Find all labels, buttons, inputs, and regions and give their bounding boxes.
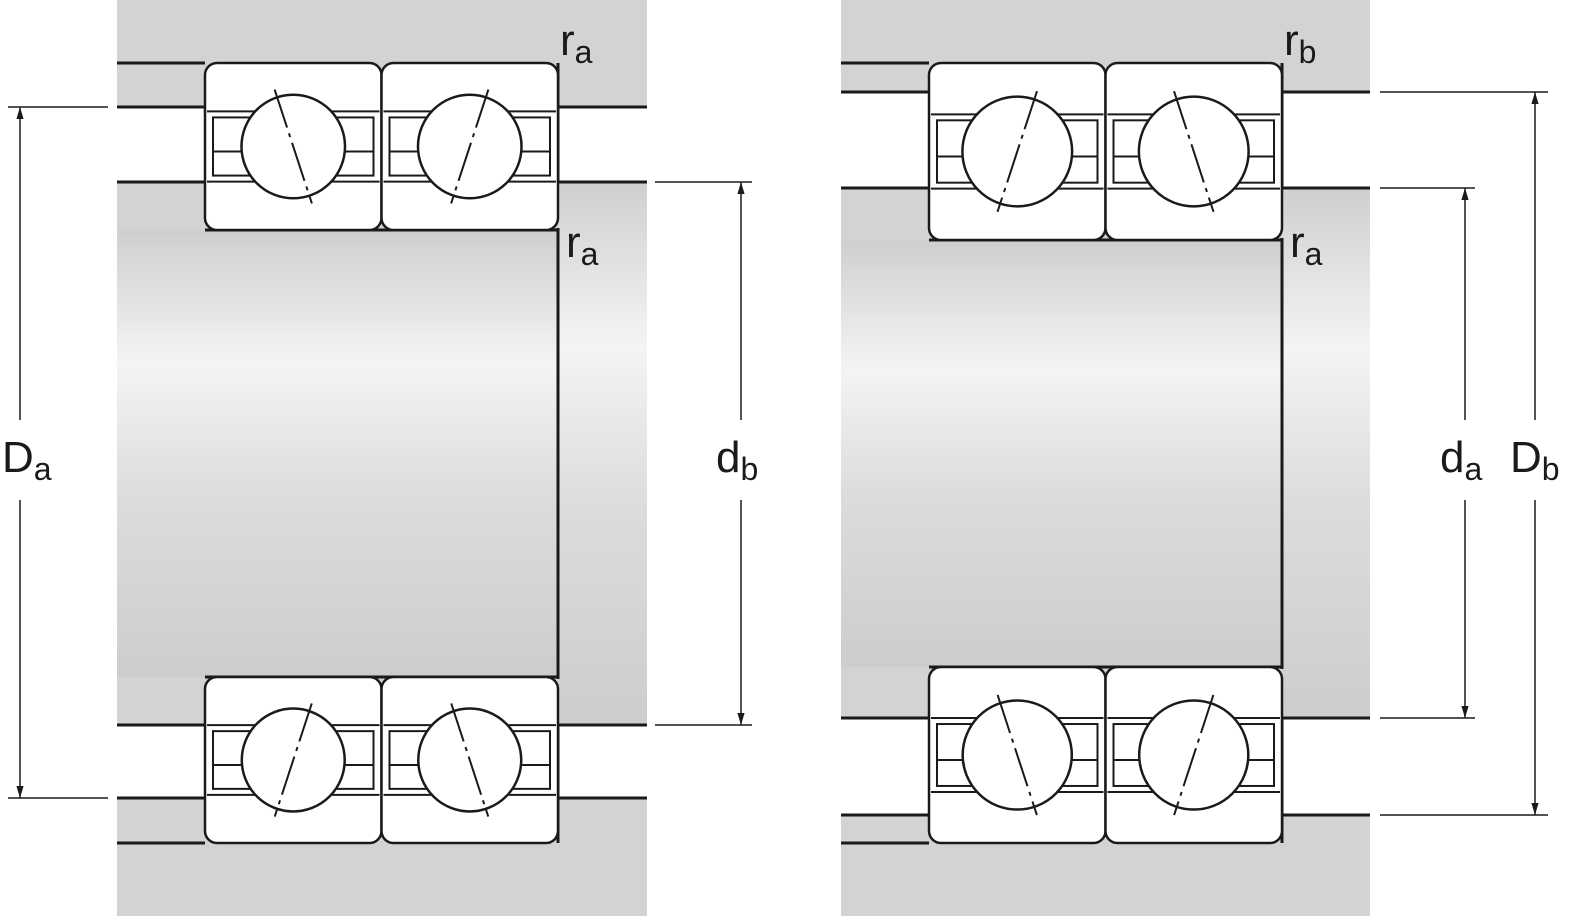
left-arrangement [117,0,647,916]
bearing [927,61,1107,242]
bearing [380,675,560,845]
bearing [380,61,560,232]
label-left-top-radius: ra [560,16,593,70]
label-left-shaft-radius: ra [566,218,599,272]
bearing [203,675,383,845]
right-arrangement [841,0,1370,916]
bearing [203,61,383,232]
shaft [117,230,558,677]
label-right-shaft-radius: ra [1290,218,1323,272]
contact-angle-line [996,90,1038,213]
label-right-shaft-diameter: da [1440,433,1482,487]
label-right-top-radius: rb [1284,16,1316,70]
bearing [927,665,1107,845]
bearing [1104,665,1284,845]
contact-angle-line [273,703,313,817]
label-left-housing-diameter: Da [2,433,52,487]
shaft-shoulder [1282,188,1370,718]
shaft-shoulder [558,182,647,725]
label-right-housing-diameter: Db [1510,433,1560,487]
bearing [1104,61,1284,242]
contact-angle-line [1173,90,1215,213]
contact-angle-line [450,89,490,204]
label-left-shaft-diameter: db [716,433,758,487]
contact-angle-line [450,703,490,817]
shaft [841,240,1282,667]
contact-angle-line [273,89,313,204]
contact-angle-line [1173,694,1215,816]
contact-angle-line [996,694,1038,816]
dimension-lines [8,91,1548,816]
